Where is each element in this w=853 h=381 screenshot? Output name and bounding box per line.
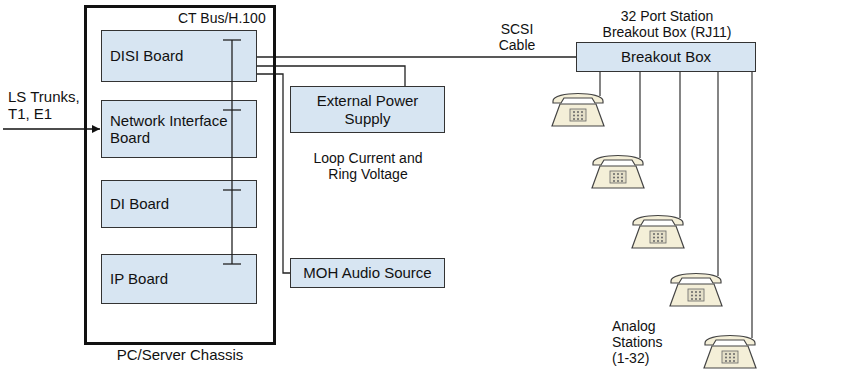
chassis-box: PC/Server ChassisDISI BoardNetwork Inter… xyxy=(84,5,276,345)
bus-label: CT Bus/H.100 xyxy=(178,10,274,26)
node-text: DISI Board xyxy=(110,47,183,64)
station-wire xyxy=(717,70,718,276)
trunk-label: LS Trunks, T1, E1 xyxy=(8,88,84,123)
telephone-icon xyxy=(592,156,644,189)
breakout-box: 32 Port Station Breakout Box (RJ11)Break… xyxy=(576,42,756,72)
node-text: Network Interface Board xyxy=(110,112,248,147)
telephone-icon xyxy=(552,94,604,127)
cable-line xyxy=(257,66,405,86)
board-box: DISI Board xyxy=(101,30,257,82)
board-box: IP Board xyxy=(101,254,257,304)
board-box: DI Board xyxy=(101,180,257,228)
station-label: Analog Stations (1-32) xyxy=(612,318,678,366)
node-text: MOH Audio Source xyxy=(303,264,431,281)
node-text: Breakout Box xyxy=(621,48,711,65)
node-heading: 32 Port Station Breakout Box (RJ11) xyxy=(592,8,742,40)
telephone-icon xyxy=(670,274,722,307)
telephone-icon xyxy=(632,216,684,249)
cable-line xyxy=(257,56,576,57)
node-heading: PC/Server Chassis xyxy=(84,346,276,363)
station-wires xyxy=(600,70,752,338)
station-wire xyxy=(679,70,680,218)
station-wire xyxy=(639,70,640,158)
edge-label: SCSI Cable xyxy=(491,21,543,53)
device-box: MOH Audio Source xyxy=(290,258,445,288)
station-wire xyxy=(599,70,600,96)
telephone-icon xyxy=(704,336,756,369)
power-note: Loop Current and Ring Voltage xyxy=(303,150,433,182)
board-box: Network Interface Board xyxy=(101,100,257,158)
node-text: DI Board xyxy=(110,195,169,212)
node-text: External Power Supply xyxy=(297,92,438,127)
node-text: IP Board xyxy=(110,270,168,287)
station-wire xyxy=(751,70,752,338)
device-box: External Power Supply xyxy=(290,86,445,133)
